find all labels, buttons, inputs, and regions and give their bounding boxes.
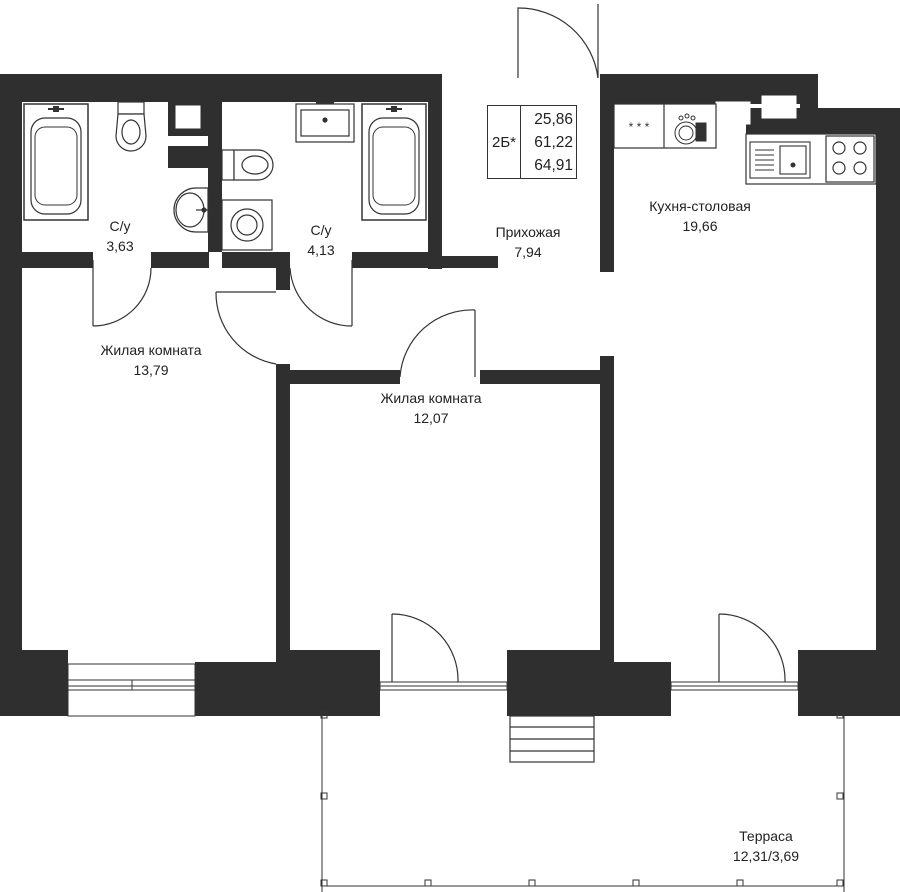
room-area: 12,31/3,69: [732, 848, 800, 864]
area-living: 25,86: [534, 111, 573, 128]
bathtub-icon: [23, 103, 89, 221]
terrace: [320, 711, 845, 892]
room-name: Жилая комната: [100, 342, 202, 358]
sink-icon: [295, 102, 355, 143]
room-name: Терраса: [739, 828, 793, 844]
walls: [0, 74, 900, 716]
bathtub-icon: [361, 103, 427, 221]
room-name: Кухня-столовая: [649, 198, 751, 214]
room-label-bathroom-2: С/у 4,13: [221, 220, 421, 260]
room-area: 4,13: [307, 242, 335, 258]
apartment-area-box: 2Б* 25,86 61,22 64,91: [487, 105, 577, 179]
sink-icon: [749, 141, 811, 179]
room-area: 7,94: [514, 244, 542, 260]
dishwasher-icon: * * *: [629, 113, 707, 145]
stove-icon: [825, 135, 875, 183]
room-name: Прихожая: [495, 224, 561, 240]
room-area: 12,07: [413, 410, 449, 426]
room-area: 13,79: [133, 362, 169, 378]
room-name: С/у: [310, 222, 332, 238]
toilet-icon: [115, 101, 147, 152]
room-label-living-2: Жилая комната 12,07: [331, 388, 531, 428]
apartment-areas: 25,86 61,22 64,91: [520, 108, 576, 177]
area-total: 61,22: [534, 134, 573, 151]
svg-text:* * *: * * *: [629, 120, 650, 134]
apartment-type: 2Б*: [488, 106, 521, 178]
sink-icon: [173, 187, 212, 233]
room-label-living-1: Жилая комната 13,79: [51, 340, 251, 380]
area-total-with-terrace: 64,91: [534, 157, 573, 174]
door-icon: [92, 4, 786, 683]
room-area: 3,63: [106, 238, 134, 254]
room-label-hallway: Прихожая 7,94: [428, 222, 628, 262]
window-icon: [67, 663, 799, 717]
room-name: Жилая комната: [380, 390, 482, 406]
washing-machine-icon: [221, 199, 273, 251]
room-area: 19,66: [682, 218, 718, 234]
room-label-kitchen: Кухня-столовая 19,66: [600, 196, 800, 236]
room-name: С/у: [109, 218, 131, 234]
room-label-terrace: Терраса 12,31/3,69: [666, 826, 866, 866]
toilet-icon: [221, 149, 274, 181]
room-label-bathroom-1: С/у 3,63: [20, 216, 220, 256]
terrace-steps: [509, 715, 595, 763]
